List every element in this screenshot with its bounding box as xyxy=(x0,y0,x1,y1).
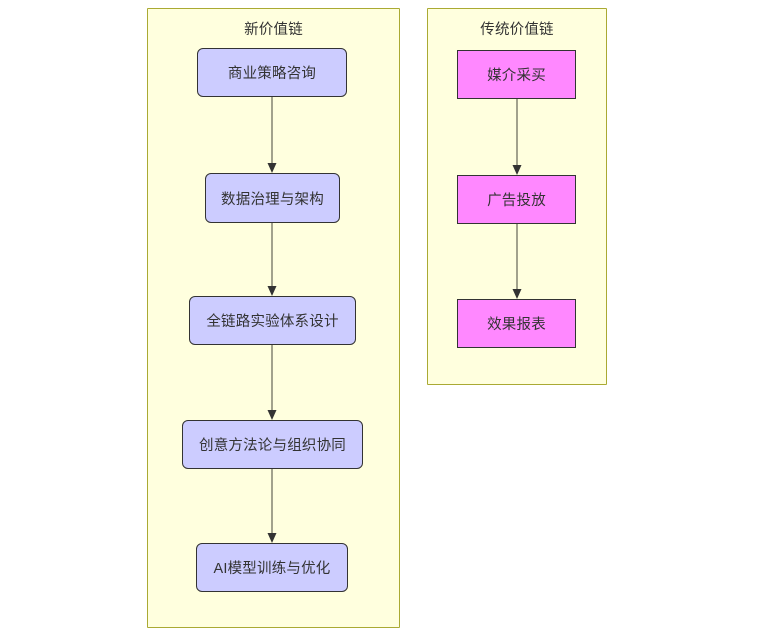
cluster-traditional-value-chain-title: 传统价值链 xyxy=(480,22,554,38)
node-label: 全链路实验体系设计 xyxy=(206,314,339,330)
node-label: 数据治理与架构 xyxy=(221,191,324,208)
cluster-new-value-chain-title: 新价值链 xyxy=(244,22,303,38)
node-business-strategy-consulting[interactable]: 商业策略咨询 xyxy=(197,48,347,97)
node-ai-model-training-optimization[interactable]: AI模型训练与优化 xyxy=(196,543,348,592)
node-creative-methodology-org-collaboration[interactable]: 创意方法论与组织协同 xyxy=(182,420,363,469)
node-media-buying[interactable]: 媒介采买 xyxy=(457,50,576,99)
node-full-funnel-experiment-design[interactable]: 全链路实验体系设计 xyxy=(189,296,356,345)
node-ad-delivery[interactable]: 广告投放 xyxy=(457,175,576,224)
node-performance-report[interactable]: 效果报表 xyxy=(457,299,576,348)
node-label: 效果报表 xyxy=(487,317,546,333)
node-label: AI模型训练与优化 xyxy=(213,561,331,577)
node-label: 媒介采买 xyxy=(487,68,546,84)
node-data-governance-architecture[interactable]: 数据治理与架构 xyxy=(205,173,340,223)
node-label: 创意方法论与组织协同 xyxy=(199,438,346,454)
node-label: 广告投放 xyxy=(487,193,546,209)
node-label: 商业策略咨询 xyxy=(227,66,317,82)
